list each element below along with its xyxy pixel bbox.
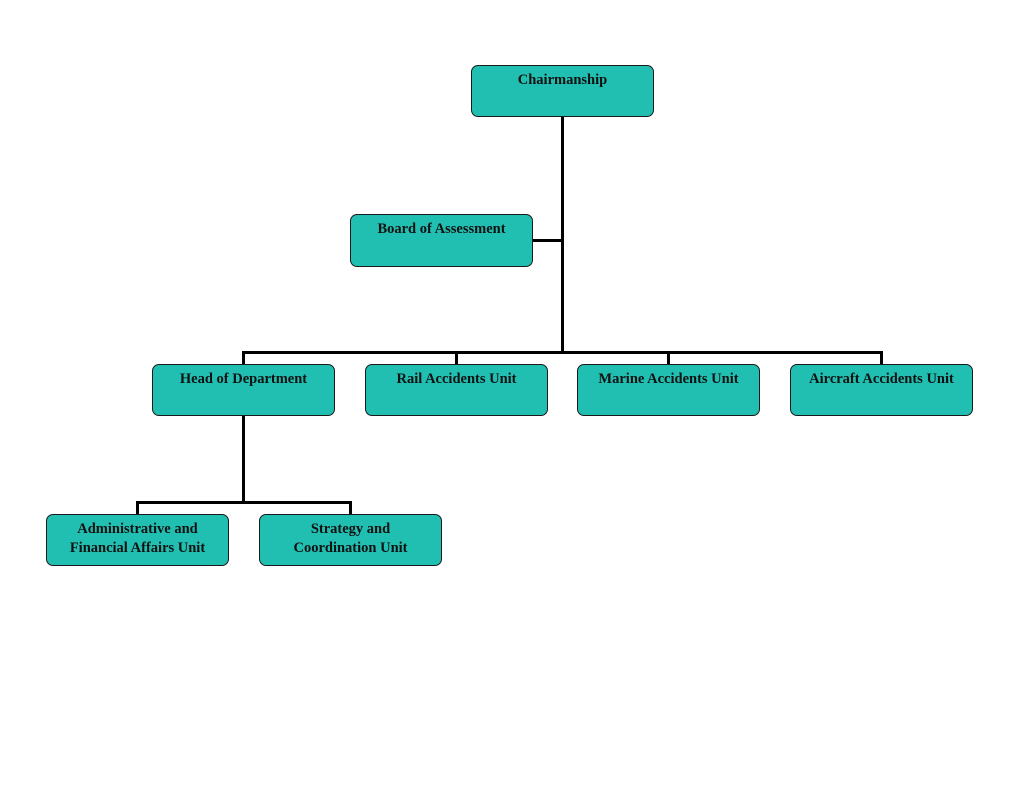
node-head-of-department: Head of Department (152, 364, 335, 416)
node-label-line2: Coordination Unit (293, 540, 408, 556)
node-label: Aircraft Accidents Unit (809, 371, 954, 387)
node-label-line2: Financial Affairs Unit (69, 540, 206, 556)
connector-admin-drop (136, 501, 139, 514)
node-label: Chairmanship (517, 72, 608, 88)
node-chairmanship: Chairmanship (471, 65, 654, 117)
node-board-of-assessment: Board of Assessment (350, 214, 533, 267)
connector-chair-trunk (561, 116, 564, 354)
connector-marine-drop (667, 351, 670, 364)
node-rail-accidents-unit: Rail Accidents Unit (365, 364, 548, 416)
connector-board (532, 239, 562, 242)
connector-units-bar (242, 351, 883, 354)
node-label: Marine Accidents Unit (598, 371, 739, 387)
connector-sub-bar (136, 501, 352, 504)
node-label: Board of Assessment (377, 221, 506, 237)
node-label-line1: Strategy and (310, 521, 391, 537)
connector-aircraft-drop (880, 351, 883, 364)
connector-strategy-drop (349, 501, 352, 514)
node-administrative-financial-unit: Administrative and Financial Affairs Uni… (46, 514, 229, 566)
connector-head-drop (242, 351, 245, 364)
node-aircraft-accidents-unit: Aircraft Accidents Unit (790, 364, 973, 416)
node-label: Rail Accidents Unit (396, 371, 517, 387)
node-strategy-coordination-unit: Strategy and Coordination Unit (259, 514, 442, 566)
node-label: Head of Department (179, 371, 308, 387)
node-marine-accidents-unit: Marine Accidents Unit (577, 364, 760, 416)
connector-rail-drop (455, 351, 458, 364)
node-label-line1: Administrative and (77, 521, 198, 537)
connector-head-trunk (242, 415, 245, 503)
